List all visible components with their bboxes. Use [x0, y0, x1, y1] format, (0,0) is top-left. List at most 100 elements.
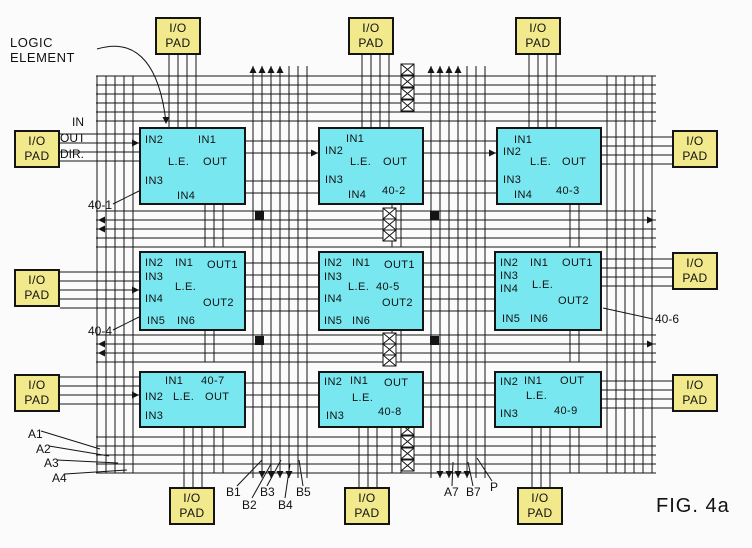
ref-label-40-6: 40-6	[655, 312, 680, 326]
signal-label-a3: A3	[44, 456, 59, 470]
io-pad-label: PAD	[165, 36, 191, 50]
pin-label-out: OUT	[562, 156, 587, 168]
crossbar-switch-icon	[400, 99, 415, 112]
signal-label-b2: B2	[242, 498, 257, 512]
figure-title: FIG. 4a	[656, 495, 730, 517]
le-core-label: L.E.	[173, 391, 195, 403]
pin-label-in3: IN3	[325, 174, 344, 186]
crossbar-switch-icon	[382, 229, 397, 242]
io-pad-label: I/O	[686, 256, 704, 270]
ref-label: 40-7	[201, 375, 225, 387]
pin-label-in2: IN2	[503, 146, 522, 158]
pin-label-in2: IN2	[500, 257, 519, 269]
pin-label-in1: IN1	[352, 257, 371, 269]
pin-label-out: OUT	[384, 377, 409, 389]
pin-label-in5: IN5	[147, 315, 166, 327]
signal-label-b4: B4	[278, 498, 293, 512]
pin-label-in2: IN2	[324, 376, 343, 388]
ref-label: 40-9	[554, 405, 578, 417]
signal-label-a2: A2	[36, 442, 51, 456]
io-pad-label: PAD	[179, 506, 205, 520]
pin-label-in1: IN1	[530, 257, 549, 269]
io-pad-label: PAD	[24, 288, 50, 302]
pin-label-in1: IN1	[165, 375, 184, 387]
pin-label-in2: IN2	[500, 376, 519, 388]
le-core-label: L.E.	[350, 156, 372, 168]
pin-label-in3: IN3	[326, 410, 345, 422]
pin-label-out2: OUT2	[382, 297, 413, 309]
crossbar-switch-icon	[400, 75, 415, 88]
pin-label-in1: IN1	[524, 375, 543, 387]
ref-label-40-1: 40-1	[88, 198, 113, 212]
io-pad-label: I/O	[686, 378, 704, 392]
signal-label-b7: B7	[466, 485, 481, 499]
io-pad-label: I/O	[169, 21, 187, 35]
signal-label-in: IN	[72, 115, 84, 129]
crossbar-switch-icon	[382, 218, 397, 231]
ref-label: 40-5	[376, 281, 400, 293]
io-pad-label: PAD	[24, 393, 50, 407]
le-core-label: L.E.	[175, 281, 197, 293]
io-pad-label: PAD	[527, 506, 553, 520]
crossbar-switch-icon	[400, 447, 415, 460]
pin-label-in1: IN1	[350, 375, 369, 387]
crossbar-switch-icon	[400, 63, 415, 76]
pin-label-in3: IN3	[500, 270, 519, 282]
junction-dot-icon	[430, 336, 439, 345]
pin-label-out1: OUT1	[384, 259, 415, 271]
crossbar-switch-icon	[400, 459, 415, 472]
io-pad-label: PAD	[682, 271, 708, 285]
ref-label: 40-3	[556, 185, 580, 197]
logic-element-40-5: IN2 IN1 OUT1 IN3 L.E. 40-5 IN4 OUT2 IN5 …	[318, 251, 424, 331]
pin-label-in1: IN1	[514, 134, 533, 146]
pin-label-out2: OUT2	[203, 297, 234, 309]
routing-grid	[40, 45, 672, 499]
logic-element-40-2: IN1 IN2 L.E. OUT IN3 IN4 40-2	[318, 127, 424, 205]
io-pad-label: I/O	[28, 378, 46, 392]
io-pad-label: I/O	[362, 21, 380, 35]
pin-label-in3: IN3	[324, 271, 343, 283]
pin-label-in5: IN5	[502, 313, 521, 325]
signal-label-out: OUT	[60, 131, 86, 145]
io-pad-label: I/O	[358, 491, 376, 505]
signal-label-p: P	[490, 480, 499, 494]
pin-label-in3: IN3	[503, 174, 522, 186]
le-core-label: L.E.	[168, 156, 190, 168]
signal-label-b1: B1	[226, 485, 241, 499]
pin-label-out1: OUT1	[207, 259, 238, 271]
pin-label-in6: IN6	[530, 313, 549, 325]
pin-label-in4: IN4	[145, 293, 164, 305]
pin-label-out: OUT	[205, 391, 230, 403]
io-pad-label: I/O	[28, 273, 46, 287]
pin-label-in3: IN3	[145, 271, 164, 283]
pin-label-in2: IN2	[325, 145, 344, 157]
le-core-label: L.E.	[352, 392, 374, 404]
junction-dot-icon	[255, 336, 264, 345]
pin-label-in6: IN6	[352, 315, 371, 327]
callout-line: ELEMENT	[10, 49, 75, 65]
pin-label-in1: IN1	[346, 133, 365, 145]
pin-label-in2: IN2	[324, 257, 343, 269]
crossbar-switch-icon	[382, 354, 397, 367]
io-pad-label: I/O	[28, 134, 46, 148]
logic-element-callout: LOGIC ELEMENT	[10, 35, 75, 66]
pin-label-in6: IN6	[177, 315, 196, 327]
pin-label-in2: IN2	[145, 257, 164, 269]
signal-label-b3: B3	[260, 485, 275, 499]
logic-element-40-7: IN1 40-7 IN2 L.E. OUT IN3	[139, 371, 246, 428]
logic-element-40-1: IN2 IN1 L.E. OUT IN3 IN4	[139, 127, 246, 205]
pin-label-out: OUT	[203, 156, 228, 168]
signal-label-dir: DIR.	[60, 147, 84, 161]
le-core-label: L.E.	[526, 390, 548, 402]
signal-label-a1: A1	[28, 427, 43, 441]
logic-element-40-4: IN2 IN1 OUT1 IN3 L.E. IN4 OUT2 IN5 IN6	[139, 251, 246, 331]
pin-label-in4: IN4	[348, 189, 367, 201]
pin-label-in3: IN3	[500, 408, 519, 420]
